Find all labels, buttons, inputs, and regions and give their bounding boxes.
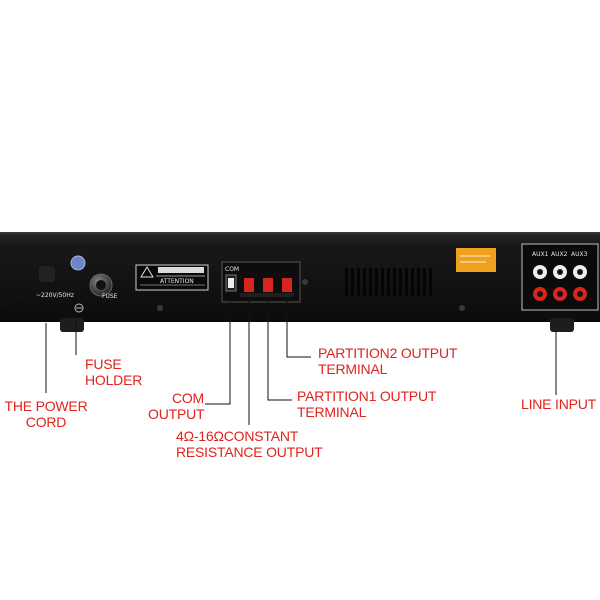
voltage-label: ~220V/50Hz — [36, 292, 74, 299]
left-foot — [60, 318, 84, 332]
callout-line-input-line1: LINE INPUT — [521, 396, 597, 412]
attention-label: ATTENTION — [160, 278, 194, 285]
fuse-panel-label: FUSE — [102, 293, 118, 300]
callout-com-output-line1: COM — [171, 390, 204, 406]
rca-jacks — [533, 265, 587, 301]
callout-com-output-line2: OUTPUT — [148, 406, 205, 422]
serial-sticker — [456, 248, 496, 272]
aux3-label: AUX3 — [571, 251, 588, 258]
callout-constant-resistance-line1: 4Ω-16ΩCONSTANT — [176, 428, 299, 444]
callout-com-output: COM OUTPUT — [148, 390, 205, 422]
terminal-4-16ohm — [244, 278, 254, 292]
aux1-label: AUX1 — [532, 251, 549, 258]
callout-line-input: LINE INPUT — [521, 396, 596, 412]
aux2-label: AUX2 — [551, 251, 568, 258]
callout-constant-resistance-line2: RESISTANCE OUTPUT — [176, 444, 323, 460]
callout-leader-lines — [45, 298, 557, 425]
terminal-partition1 — [263, 278, 273, 292]
callout-partition2: PARTITION2 OUTPUT TERMINAL — [318, 345, 457, 377]
ground-screw — [74, 303, 84, 313]
callout-partition1-line1: PARTITION1 OUTPUT — [297, 388, 437, 404]
callout-power-cord: THE POWER CORD — [0, 398, 92, 430]
callout-partition2-line2: TERMINAL — [318, 361, 388, 377]
callout-fuse-holder: FUSE HOLDER — [85, 356, 142, 388]
com-panel-label: COM — [225, 266, 240, 273]
callout-constant-resistance: 4Ω-16ΩCONSTANT RESISTANCE OUTPUT — [176, 428, 323, 460]
right-foot — [550, 318, 574, 332]
callout-fuse-holder-line2: HOLDER — [85, 372, 143, 388]
callout-partition1-line2: TERMINAL — [297, 404, 367, 420]
terminal-com — [228, 278, 234, 288]
callout-partition1: PARTITION1 OUTPUT TERMINAL — [297, 388, 436, 420]
callout-fuse-holder-line1: FUSE — [85, 356, 122, 372]
callout-partition2-line1: PARTITION2 OUTPUT — [318, 345, 458, 361]
terminal-partition2 — [282, 278, 292, 292]
power-cord-strain-relief — [39, 266, 55, 282]
ground-sticker — [70, 255, 86, 271]
callout-power-cord-line1: THE POWER — [4, 398, 88, 414]
callout-power-cord-line2: CORD — [25, 414, 67, 430]
vent-grille — [345, 268, 432, 296]
